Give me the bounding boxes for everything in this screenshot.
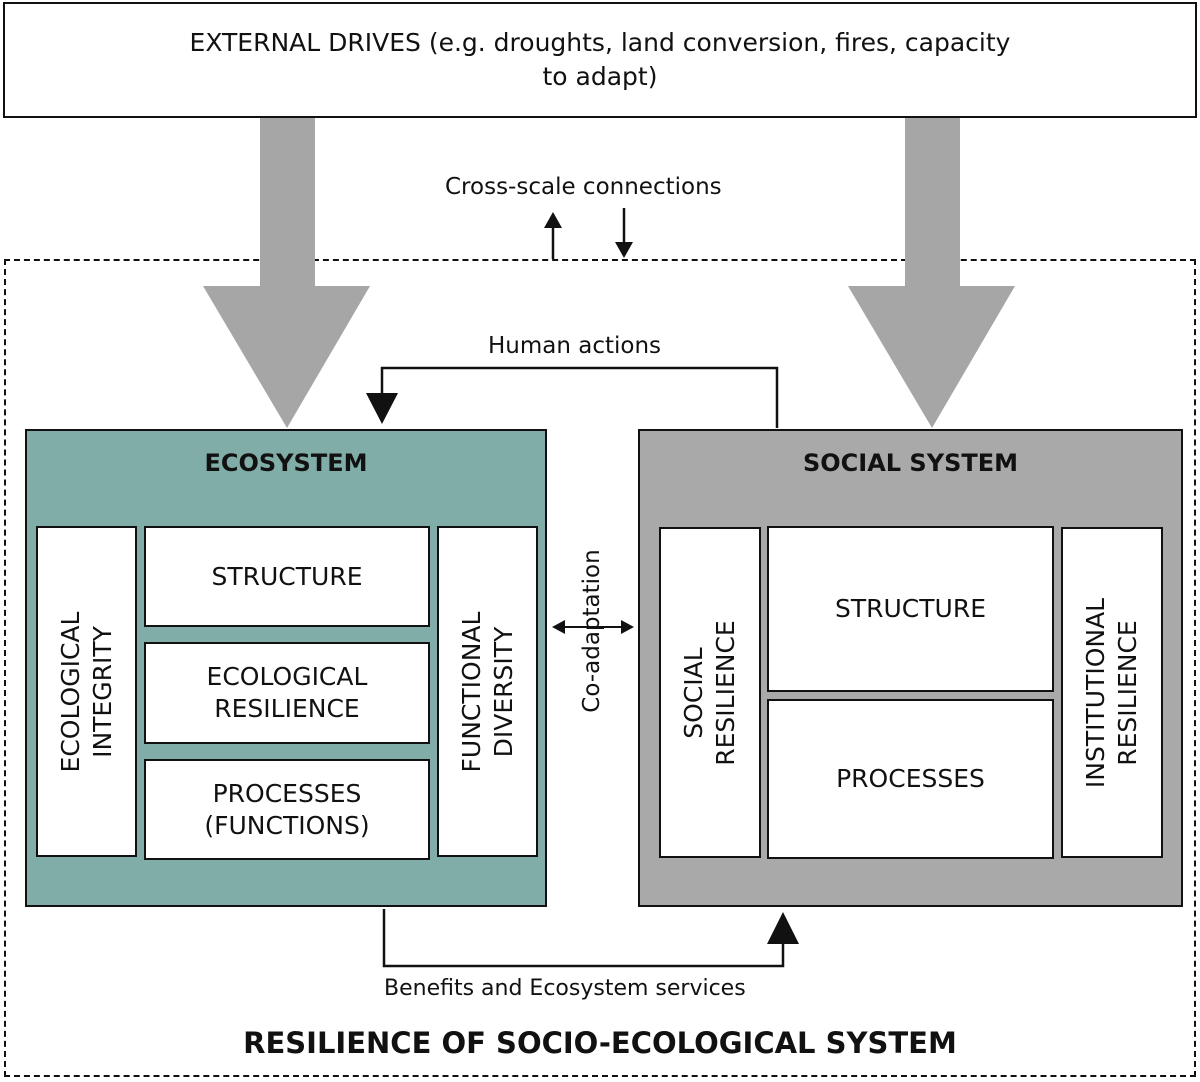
social-processes-label: PROCESSES — [836, 764, 985, 793]
institutional-resilience-line-2: RESILIENCE — [1113, 619, 1142, 766]
social-system-box: SOCIAL SYSTEM SOCIAL RESILIENCE STRUCTUR… — [638, 429, 1183, 907]
institutional-resilience-box: INSTITUTIONAL RESILIENCE — [1061, 527, 1163, 858]
benefits-arrow — [382, 909, 799, 968]
human-actions-label: Human actions — [488, 333, 662, 359]
functional-diversity-box: FUNCTIONAL DIVERSITY — [437, 526, 538, 857]
ecological-resilience-box: ECOLOGICAL RESILIENCE — [144, 642, 430, 744]
ecosystem-box: ECOSYSTEM ECOLOGICAL INTEGRITY STRUCTURE… — [25, 429, 547, 907]
social-system-title: SOCIAL SYSTEM — [802, 449, 1019, 477]
institutional-resilience-label: INSTITUTIONAL RESILIENCE — [1080, 597, 1144, 787]
functional-diversity-line-2: DIVERSITY — [488, 626, 518, 757]
functional-diversity-line-1: FUNCTIONAL — [456, 611, 486, 772]
footer-title: RESILIENCE OF SOCIO-ECOLOGICAL SYSTEM — [243, 1026, 957, 1060]
social-resilience-line-2: RESILIENCE — [711, 619, 740, 766]
co-adaptation-arrow — [552, 620, 634, 634]
social-resilience-line-1: SOCIAL — [679, 646, 708, 739]
cross-scale-label: Cross-scale connections — [445, 174, 722, 200]
co-adaptation-label: Co-adaptation — [579, 549, 605, 713]
cross-scale-up-arrow — [544, 212, 562, 259]
ecological-integrity-label: ECOLOGICAL INTEGRITY — [55, 611, 119, 772]
ecological-integrity-line-2: INTEGRITY — [87, 625, 117, 758]
benefits-label: Benefits and Ecosystem services — [384, 976, 746, 1001]
institutional-resilience-line-1: INSTITUTIONAL — [1081, 597, 1110, 788]
human-actions-arrow — [366, 366, 779, 428]
ecological-integrity-box: ECOLOGICAL INTEGRITY — [36, 526, 137, 857]
cross-scale-down-arrow — [615, 208, 633, 258]
external-drive-arrow-ecosystem — [203, 118, 370, 428]
eco-structure-label: STRUCTURE — [211, 561, 363, 591]
functional-diversity-label: FUNCTIONAL DIVERSITY — [456, 611, 520, 772]
social-structure-label: STRUCTURE — [834, 594, 986, 623]
eco-processes-line-1: PROCESSES — [212, 778, 362, 808]
social-structure-box: STRUCTURE — [767, 526, 1054, 692]
social-processes-box: PROCESSES — [767, 699, 1054, 859]
eco-structure-box: STRUCTURE — [144, 526, 430, 627]
social-resilience-box: SOCIAL RESILIENCE — [659, 527, 761, 858]
external-drives-line-1: EXTERNAL DRIVES (e.g. droughts, land con… — [189, 28, 1011, 57]
ecological-integrity-line-1: ECOLOGICAL — [55, 611, 85, 772]
eco-processes-line-2: (FUNCTIONS) — [204, 810, 370, 840]
ecological-resilience-line-2: RESILIENCE — [214, 694, 360, 723]
social-resilience-label: SOCIAL RESILIENCE — [678, 620, 742, 765]
external-drive-arrow-social — [848, 118, 1015, 428]
external-drives-box: EXTERNAL DRIVES (e.g. droughts, land con… — [3, 2, 1197, 118]
ecosystem-title: ECOSYSTEM — [204, 449, 368, 477]
socio-ecological-system-boundary — [4, 259, 1196, 1077]
ecological-resilience-line-1: ECOLOGICAL — [206, 662, 368, 691]
external-drives-line-2: to adapt) — [542, 62, 658, 91]
eco-processes-box: PROCESSES (FUNCTIONS) — [144, 759, 430, 860]
